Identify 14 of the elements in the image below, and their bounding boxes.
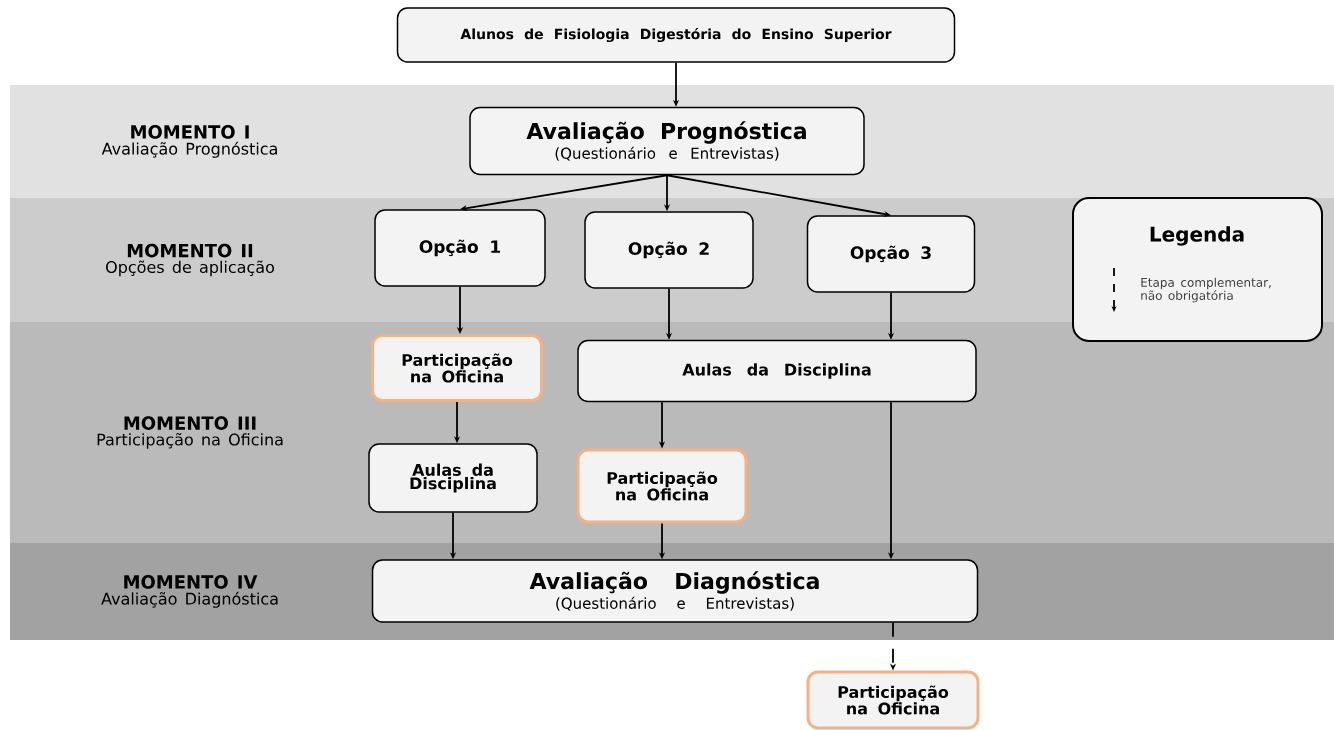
process-box: Opção 1: [374, 209, 546, 287]
legend-title: Legenda: [1150, 226, 1244, 246]
process-box: Aulas da Disciplina: [368, 443, 538, 513]
process-box: Avaliação Diagnóstica (Questionário e Entrevistas): [371, 559, 979, 623]
process-box: Opção 2: [584, 211, 754, 289]
process-box: Avaliação Prognóstica (Questionário e Entrevistas): [469, 106, 865, 176]
workshop-box: Participação na Oficina: [576, 448, 748, 524]
process-box: Aulas da Disciplina: [577, 339, 977, 403]
arrow: [460, 174, 668, 212]
workshop-box: Participação na Oficina: [371, 334, 543, 402]
workshop-box: Participação na Oficina: [806, 670, 980, 730]
process-box: Opção 3: [806, 215, 976, 293]
legend-text: Etapa complementar, não obrigatória: [1141, 277, 1271, 303]
process-box: Alunos de Fisiologia Digestória do Ensino Superior: [396, 7, 956, 63]
